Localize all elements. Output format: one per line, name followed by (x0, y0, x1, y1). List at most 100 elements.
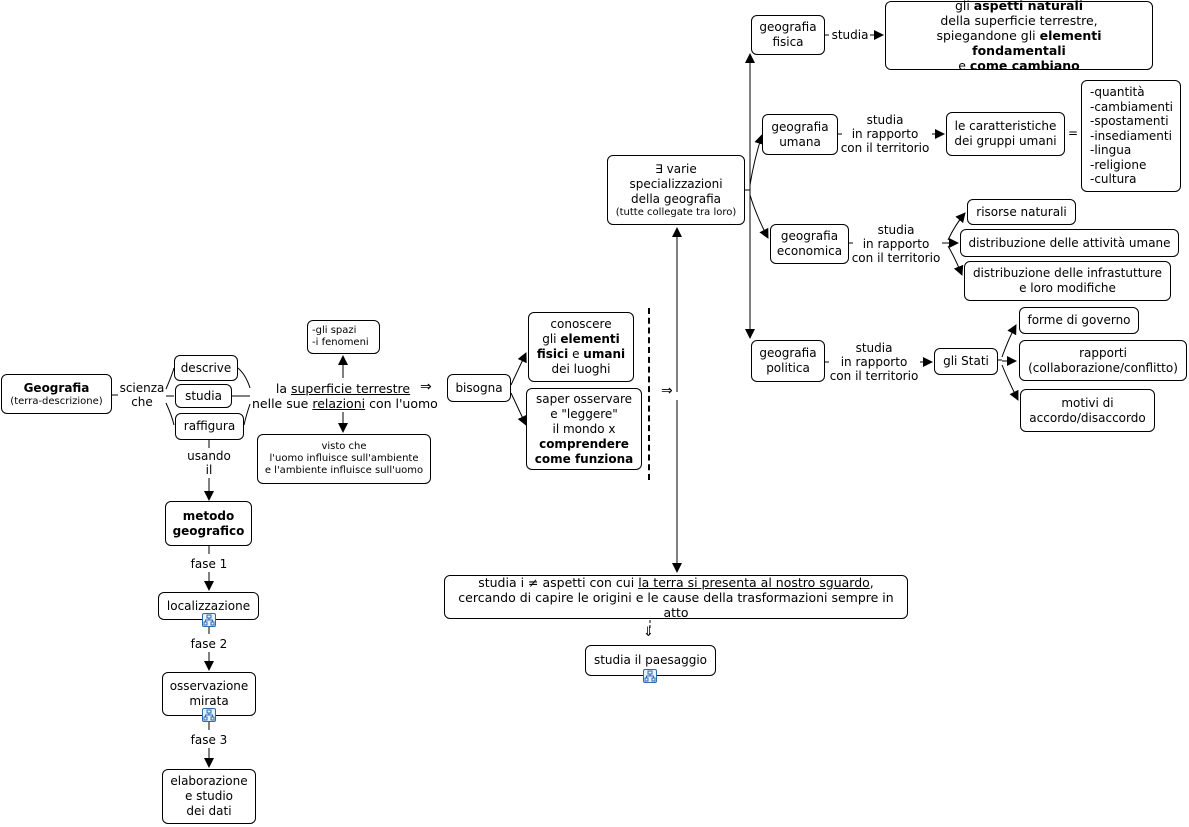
visto-line-1: visto che (321, 441, 367, 452)
conoscere-line-1: conoscere (550, 317, 612, 331)
rapporti-line-2: (collaborazione/conflitto) (1028, 360, 1178, 375)
attivita-label: distribuzione delle attività umane (968, 235, 1171, 250)
node-descrive[interactable]: descrive (174, 355, 238, 381)
visto-line-2: l'uomo influisce sull'ambiente (269, 453, 419, 464)
lista-item: -lingua (1090, 143, 1132, 158)
osservazione-line-2: mirata (189, 694, 229, 708)
geografia-subtitle: (terra-descrizione) (10, 395, 103, 407)
node-rapporti[interactable]: rapporti (collaborazione/conflitto) (1019, 340, 1187, 381)
label-fase-1: fase 1 (190, 557, 228, 571)
label-fase-3: fase 3 (190, 733, 228, 747)
node-aspetti-naturali[interactable]: gli aspetti naturali della superficie te… (885, 0, 1153, 73)
node-geografia-fisica[interactable]: geografia fisica (751, 15, 825, 55)
node-raffigura[interactable]: raffigura (175, 413, 244, 440)
label-fase-2: fase 2 (190, 637, 228, 651)
implies-arrow-1: ⇒ (420, 379, 432, 395)
node-visto-che[interactable]: visto che l'uomo influisce sull'ambiente… (257, 434, 431, 484)
stati-label: gli Stati (943, 354, 989, 368)
fisica-line-1: geografia (759, 20, 817, 34)
label-superficie: la superficie terrestre nelle sue relazi… (252, 381, 438, 411)
node-distribuzione-attivita[interactable]: distribuzione delle attività umane (960, 229, 1179, 257)
infrastrutture-line-1: distribuzione delle infrastutture (972, 266, 1163, 280)
elaborazione-line-3: dei dati (186, 804, 232, 818)
varie-line-2: specializzazioni (629, 176, 723, 191)
saper-line-1: saper osservare (535, 391, 633, 406)
node-lista-caratteristiche[interactable]: -quantità -cambiamenti -spostamenti -ins… (1081, 80, 1181, 192)
naturali-line-2: della superficie terrestre, (940, 13, 1098, 28)
node-saper-osservare[interactable]: saper osservare e "leggere" il mondo x c… (526, 388, 642, 470)
varie-line-1: ∃ varie (655, 161, 697, 176)
node-varie-specializzazioni[interactable]: ∃ varie specializzazioni della geografia… (607, 155, 745, 225)
lista-item: -religione (1090, 157, 1147, 172)
node-spazi-fenomeni[interactable]: -gli spazi -i fenomeni (307, 320, 380, 354)
lista-item: -insediamenti (1090, 128, 1172, 143)
spazi-line: -gli spazi (312, 325, 357, 336)
implies-arrow-3: ⇓ (643, 625, 654, 640)
node-aspetti-terra[interactable]: studia i ≠ aspetti con cui la terra si p… (444, 574, 908, 620)
politica-line-2: politica (766, 361, 810, 375)
varie-line-4: (tutte collegate tra loro) (615, 206, 737, 218)
label-studia-fisica: studia (831, 28, 869, 42)
node-geografia-politica[interactable]: geografia politica (751, 340, 825, 382)
risorse-label: risorse naturali (976, 204, 1067, 219)
economica-line-1: geografia (780, 229, 839, 243)
naturali-line-1: gli aspetti naturali (954, 0, 1084, 13)
economica-line-2: economica (776, 244, 843, 258)
node-geografia-economica[interactable]: geografia economica (770, 224, 849, 264)
saper-line-3: il mondo x (552, 421, 616, 436)
fisica-line-2: fisica (772, 35, 804, 49)
submap-icon[interactable] (643, 669, 657, 683)
node-motivi[interactable]: motivi di accordo/disaccordo (1020, 389, 1155, 432)
geografia-title: Geografia (23, 380, 90, 395)
implies-arrow-2: ⇒ (661, 383, 673, 399)
naturali-line-3: spiegandone gli elementi fondamentali (936, 28, 1102, 58)
caratteristiche-line-1: le caratteristiche (954, 119, 1057, 133)
submap-icon[interactable] (202, 613, 216, 627)
node-forme-governo[interactable]: forme di governo (1019, 307, 1139, 334)
node-caratteristiche[interactable]: le caratteristiche dei gruppi umani (946, 112, 1065, 156)
aspetti-line-1: studia i ≠ aspetti con cui la terra si p… (478, 574, 874, 590)
dashed-separator (648, 308, 650, 480)
saper-line-4: comprendere (539, 436, 629, 451)
label-uguale: = (1068, 126, 1079, 140)
motivi-line-1: motivi di (1061, 395, 1114, 410)
node-elaborazione[interactable]: elaborazione e studio dei dati (162, 769, 256, 824)
node-conoscere[interactable]: conoscere gli elementi fisici e umani de… (528, 312, 634, 382)
elaborazione-line-2: e studio (184, 789, 234, 803)
node-bisogna[interactable]: bisogna (447, 374, 511, 402)
node-risorse-naturali[interactable]: risorse naturali (967, 199, 1076, 225)
visto-line-3: e l'ambiente influisce sull'uomo (264, 465, 424, 476)
infrastrutture-line-2: e loro modifiche (1019, 281, 1116, 295)
osservazione-line-1: osservazione (169, 679, 249, 693)
naturali-line-4: e come cambiano (958, 58, 1080, 73)
lista-item: -cultura (1090, 172, 1137, 187)
umana-line-2: umana (779, 134, 821, 149)
metodo-line-1: metodo (182, 508, 235, 523)
node-geografia-umana[interactable]: geografia umana (762, 114, 838, 155)
descrive-label: descrive (180, 360, 232, 375)
node-geografia[interactable]: Geografia (terra-descrizione) (1, 374, 112, 414)
localizzazione-label: localizzazione (166, 598, 251, 613)
submap-icon[interactable] (202, 708, 216, 722)
conoscere-line-2: gli elementi (542, 332, 620, 346)
lista-item: -cambiamenti (1090, 99, 1173, 114)
metodo-line-2: geografico (172, 523, 245, 538)
raffigura-label: raffigura (183, 419, 236, 433)
aspetti-line-2: cercando di capire le origini e le cause… (458, 589, 894, 620)
fenomeni-line: -i fenomeni (312, 337, 369, 348)
node-gli-stati[interactable]: gli Stati (934, 348, 998, 375)
motivi-line-2: accordo/disaccordo (1029, 410, 1146, 425)
paesaggio-label: studia il paesaggio (593, 653, 708, 667)
politica-line-1: geografia (759, 346, 817, 360)
node-studia[interactable]: studia (175, 384, 232, 408)
node-distribuzione-infrastrutture[interactable]: distribuzione delle infrastutture e loro… (964, 261, 1171, 301)
conoscere-line-4: dei luoghi (551, 362, 611, 376)
node-osservazione-mirata[interactable]: osservazione mirata (162, 672, 256, 716)
node-metodo-geografico[interactable]: metodo geografico (165, 501, 252, 546)
